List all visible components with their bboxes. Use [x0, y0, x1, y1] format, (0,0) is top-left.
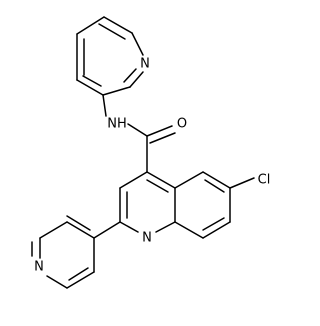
bond [146, 125, 173, 137]
bond [103, 16, 133, 34]
atom-label-cl: Cl [258, 173, 271, 188]
atom-label-n-quinoline: N [142, 231, 152, 246]
bond [202, 221, 231, 239]
bond [149, 132, 176, 144]
bond [119, 171, 148, 189]
bond [131, 32, 144, 56]
bond [174, 171, 204, 189]
bonds [31, 16, 255, 289]
bond [39, 221, 68, 239]
bond [66, 215, 91, 231]
bond [98, 23, 126, 40]
bond [146, 179, 169, 193]
bond [229, 177, 255, 189]
bond [127, 123, 148, 137]
bond [155, 221, 176, 233]
bond [76, 16, 105, 35]
bond [76, 79, 104, 96]
atom-label-n-pyridine-left: N [34, 260, 44, 275]
bond [93, 221, 121, 239]
structure-diagram: N NH O Cl N N [31, 16, 270, 289]
atom-label-nh-amide: NH [107, 117, 127, 132]
bond [102, 86, 131, 96]
bond [123, 68, 137, 83]
bond [119, 221, 139, 233]
atom-labels: N NH O Cl N N [34, 57, 270, 275]
bond [66, 271, 95, 289]
bond [146, 171, 176, 189]
atom-label-n-pyridine-top: N [140, 57, 150, 72]
bond [68, 267, 89, 281]
bond [202, 217, 225, 231]
bond [129, 71, 144, 88]
bond [202, 171, 231, 189]
bond [66, 221, 95, 239]
atom-label-o-carbonyl: O [177, 117, 187, 132]
bond [82, 75, 102, 87]
bond [204, 179, 225, 193]
bond [102, 94, 107, 117]
bond [174, 221, 204, 239]
bond [46, 275, 68, 289]
